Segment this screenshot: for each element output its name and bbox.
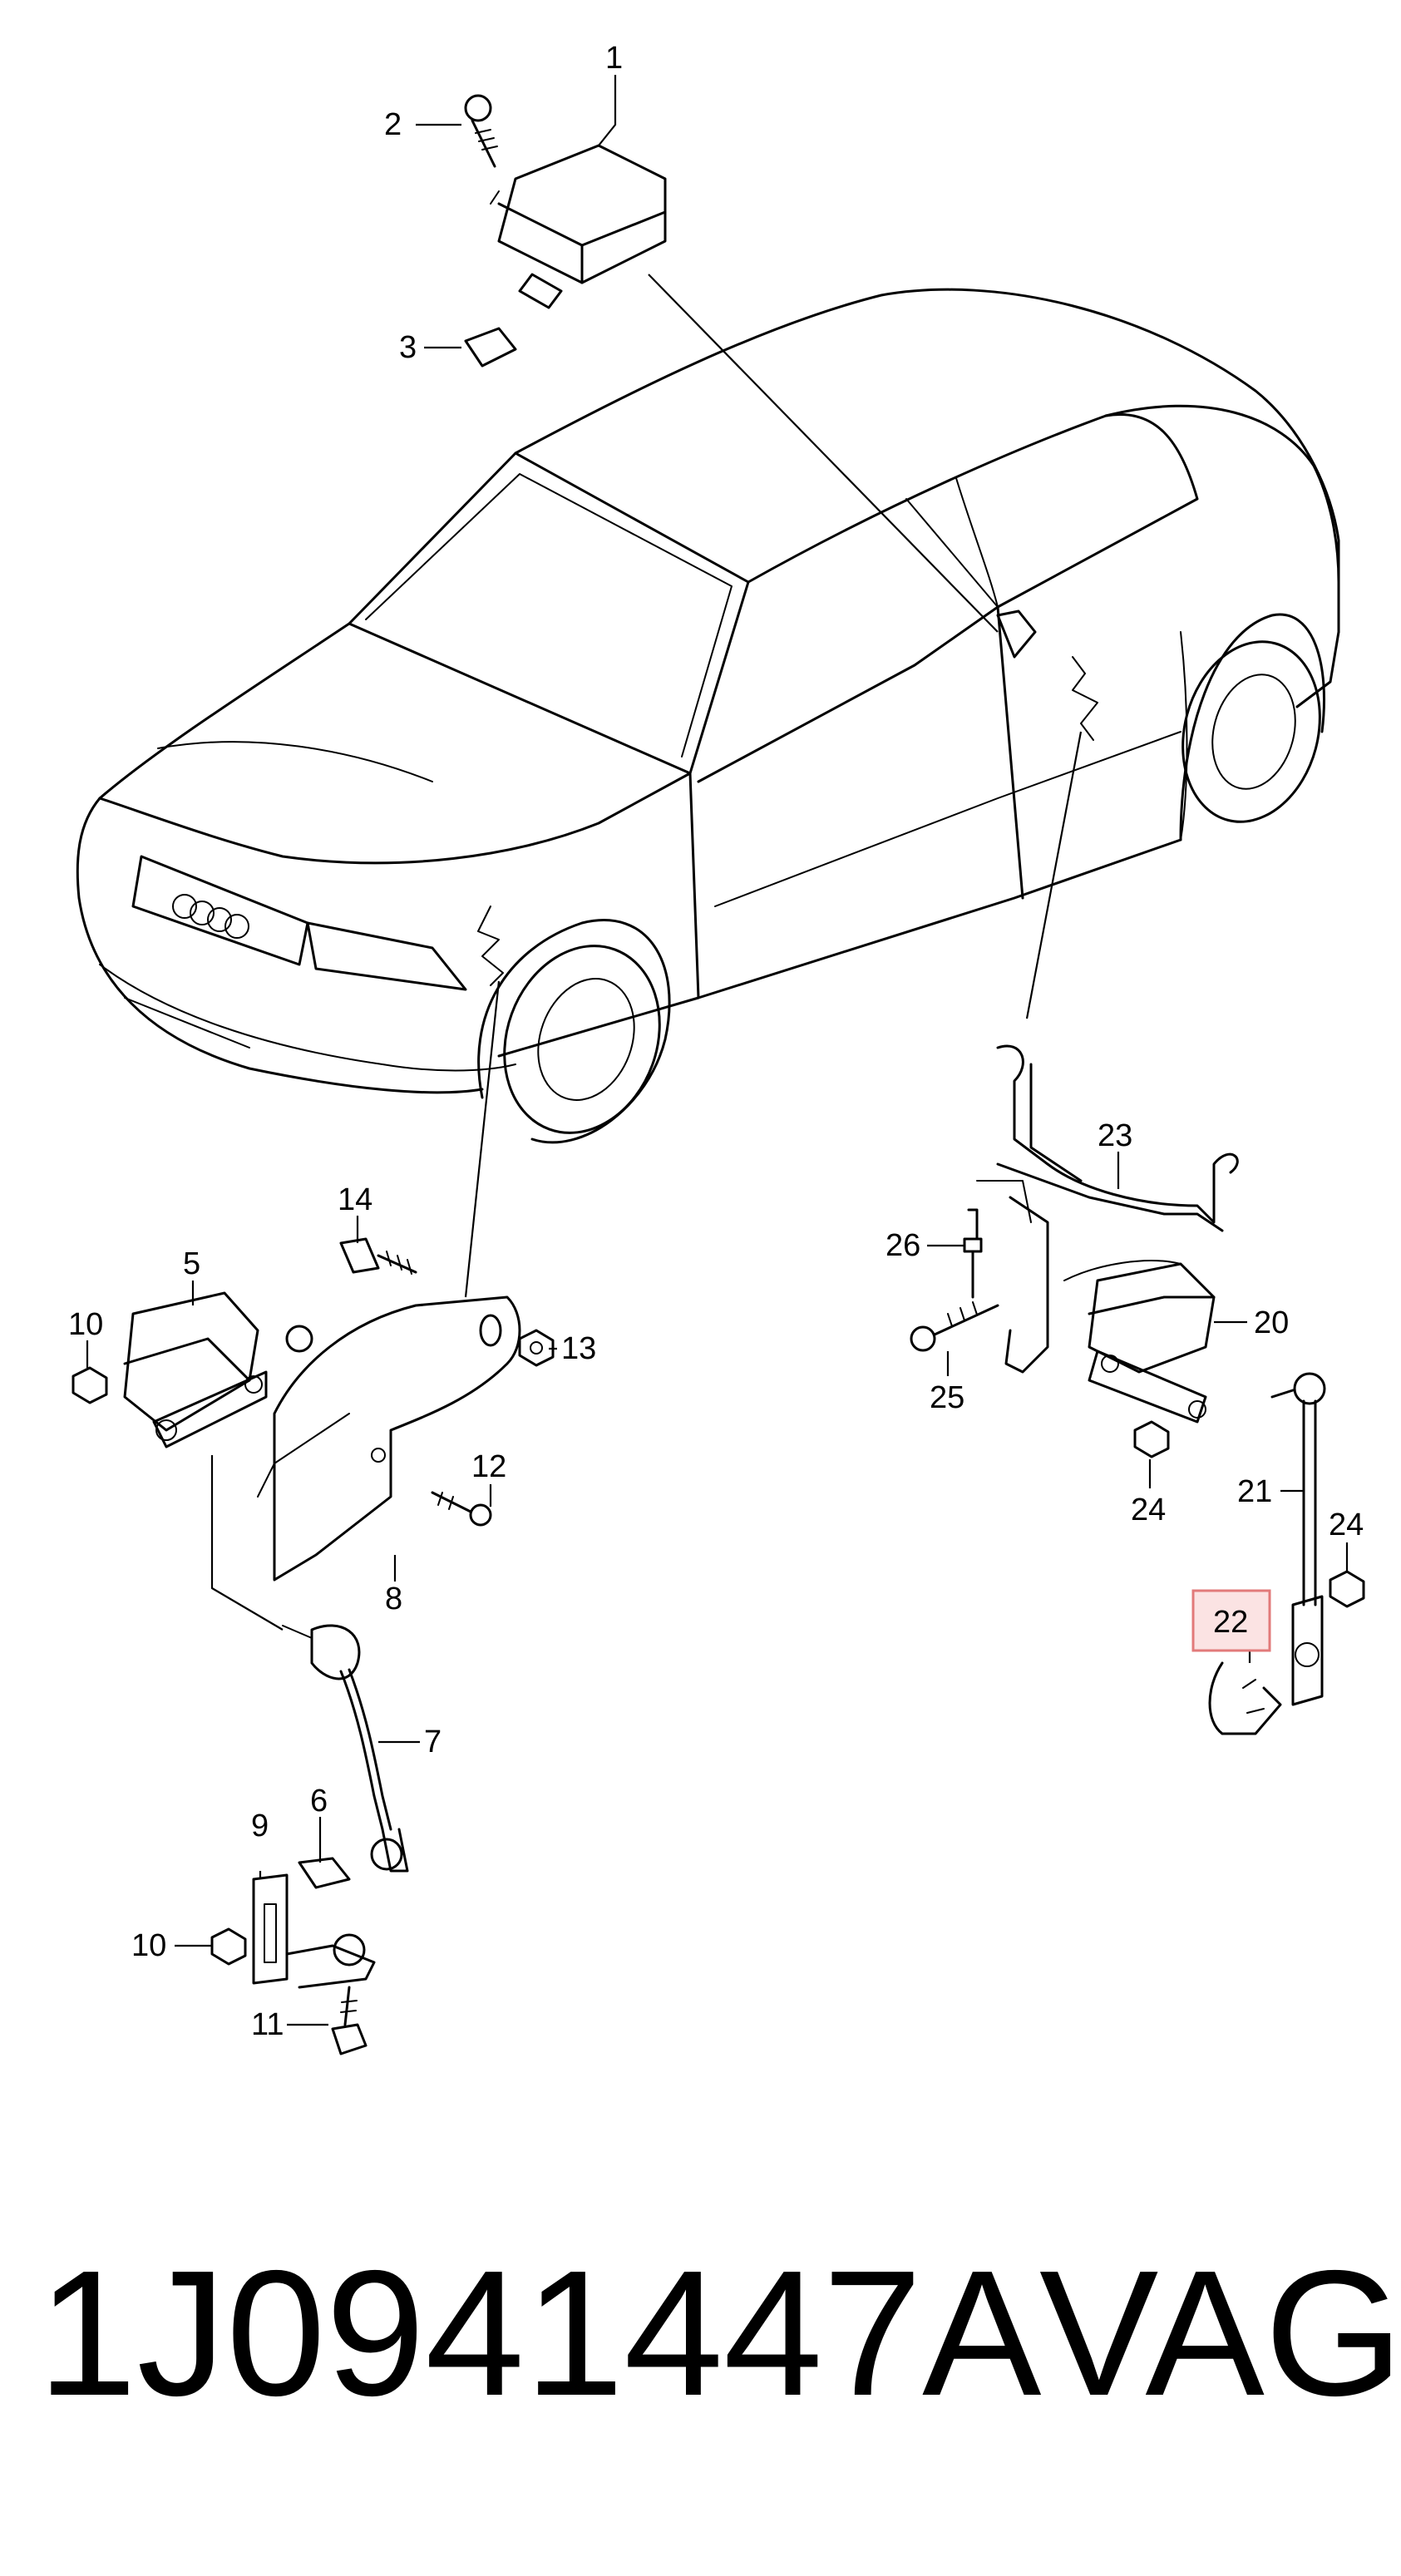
label-22: 22 <box>1213 1605 1248 1640</box>
label-7: 7 <box>424 1725 442 1759</box>
label-25: 25 <box>930 1380 964 1415</box>
label-23: 23 <box>1098 1118 1132 1153</box>
label-10-lower: 10 <box>131 1928 166 1963</box>
label-14: 14 <box>338 1182 372 1217</box>
label-24-right: 24 <box>1329 1508 1364 1542</box>
label-5: 5 <box>183 1246 200 1281</box>
label-12: 12 <box>471 1449 506 1484</box>
label-10-upper: 10 <box>68 1307 103 1342</box>
car-body-drawing <box>76 288 1340 1144</box>
label-11: 11 <box>251 2007 284 2042</box>
label-24-middle: 24 <box>1131 1493 1166 1527</box>
front-sensor-drawing <box>72 1237 555 1582</box>
label-21: 21 <box>1237 1474 1272 1509</box>
label-9: 9 <box>251 1809 269 1843</box>
part-number-caption: 1J0941447A <box>37 2233 1042 2433</box>
connection-lines <box>210 274 1083 1631</box>
rear-sensor-drawing <box>910 1044 1365 1735</box>
control-unit-drawing <box>464 94 667 368</box>
label-3: 3 <box>399 330 417 365</box>
callout-leaders <box>86 75 1349 2026</box>
label-1: 1 <box>605 41 623 76</box>
front-linkage-drawing <box>210 1624 409 2055</box>
label-13: 13 <box>561 1331 596 1366</box>
label-2: 2 <box>384 107 402 142</box>
brand-caption: VAG <box>1039 2233 1401 2433</box>
label-8: 8 <box>385 1582 402 1616</box>
label-20: 20 <box>1254 1305 1289 1340</box>
part-labels: 1 2 3 14 5 10 13 12 8 7 9 6 10 11 23 26 … <box>68 41 1364 2042</box>
label-6: 6 <box>310 1784 328 1818</box>
highlight-box-22 <box>1191 1589 1271 1652</box>
label-26: 26 <box>885 1228 920 1263</box>
